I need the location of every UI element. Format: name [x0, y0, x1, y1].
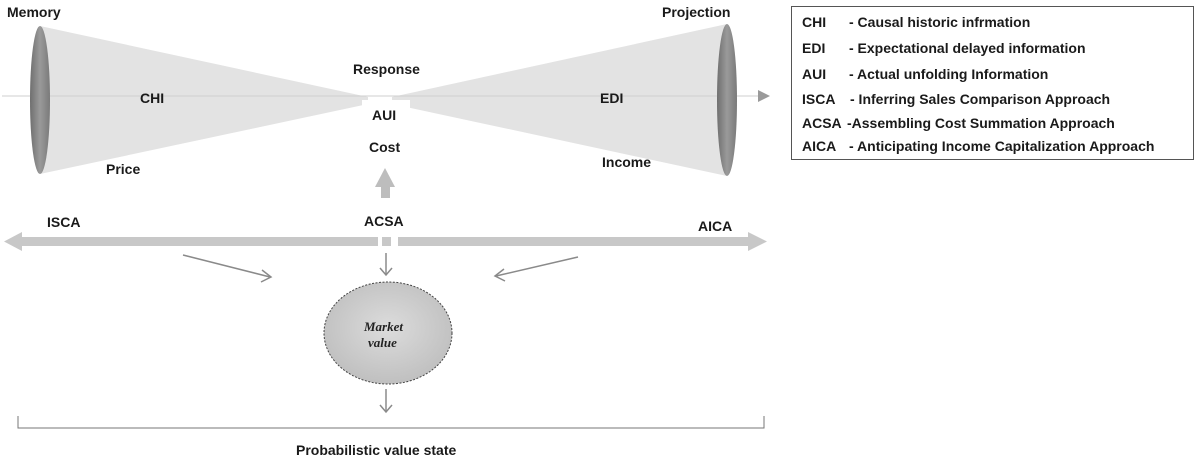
legend-desc: -Assembling Cost Summation Approach — [847, 115, 1115, 131]
legend-abbr: AICA — [802, 138, 837, 154]
aica-to-market-arrowhead — [493, 268, 506, 282]
up-arrow-head — [375, 168, 395, 187]
market-value-circle — [323, 281, 453, 385]
legend-row-isca: ISCA - Inferring Sales Comparison Approa… — [802, 91, 1110, 107]
market-value-line2: value — [368, 335, 397, 350]
projection-label: Projection — [662, 4, 730, 20]
legend-desc: - Anticipating Income Capitalization App… — [849, 138, 1155, 154]
legend-row-acsa: ACSA -Assembling Cost Summation Approach — [802, 115, 1115, 131]
aica-arrow-shaft — [398, 237, 750, 246]
response-label: Response — [353, 61, 420, 77]
legend-abbr: EDI — [802, 40, 826, 56]
legend-row-aui: AUI - Actual unfolding Information — [802, 66, 1048, 82]
cost-label: Cost — [369, 139, 400, 155]
legend-desc: - Actual unfolding Information — [849, 66, 1049, 82]
legend-desc: - Inferring Sales Comparison Approach — [850, 91, 1111, 107]
memory-label: Memory — [7, 4, 61, 20]
acsa-to-market-arrowhead — [379, 267, 393, 277]
legend-abbr: ISCA — [802, 91, 836, 107]
aica-arrow-head — [748, 232, 767, 251]
legend-row-chi: CHI - Causal historic infrmation — [802, 14, 1030, 30]
edi-label: EDI — [600, 90, 623, 106]
legend-desc: - Expectational delayed information — [849, 40, 1086, 56]
market-value-line1: Market — [363, 319, 403, 334]
isca-to-market-arrow — [182, 254, 271, 278]
market-down-arrowhead — [379, 404, 393, 414]
legend-abbr: ACSA — [802, 115, 842, 131]
aica-label: AICA — [698, 218, 732, 234]
legend-abbr: AUI — [802, 66, 827, 82]
income-label: Income — [602, 154, 651, 170]
memory-ellipse — [30, 26, 50, 174]
up-arrow-shaft — [381, 186, 390, 198]
isca-arrow-head — [4, 232, 22, 251]
time-axis-arrowhead — [758, 90, 770, 102]
isca-label: ISCA — [47, 214, 80, 230]
legend-row-edi: EDI - Expectational delayed information — [802, 40, 1086, 56]
legend-abbr: CHI — [802, 14, 827, 30]
projection-cone — [392, 24, 727, 176]
probabilistic-label: Probabilistic value state — [296, 442, 456, 458]
acsa-label: ACSA — [364, 213, 404, 229]
acsa-center-block — [382, 237, 391, 246]
price-label: Price — [106, 161, 140, 177]
probabilistic-bracket — [17, 416, 765, 429]
memory-cone — [40, 26, 368, 174]
chi-label: CHI — [140, 90, 164, 106]
legend-box: CHI - Causal historic infrmation EDI - E… — [791, 6, 1194, 160]
legend-desc: - Causal historic infrmation — [849, 14, 1031, 30]
aui-box — [362, 100, 410, 126]
aica-to-market-arrow — [495, 256, 579, 277]
aui-label: AUI — [372, 107, 396, 123]
legend-row-aica: AICA - Anticipating Income Capitalizatio… — [802, 138, 1154, 154]
isca-arrow-shaft — [20, 237, 378, 246]
isca-to-market-arrowhead — [260, 269, 273, 283]
projection-ellipse — [717, 24, 737, 176]
